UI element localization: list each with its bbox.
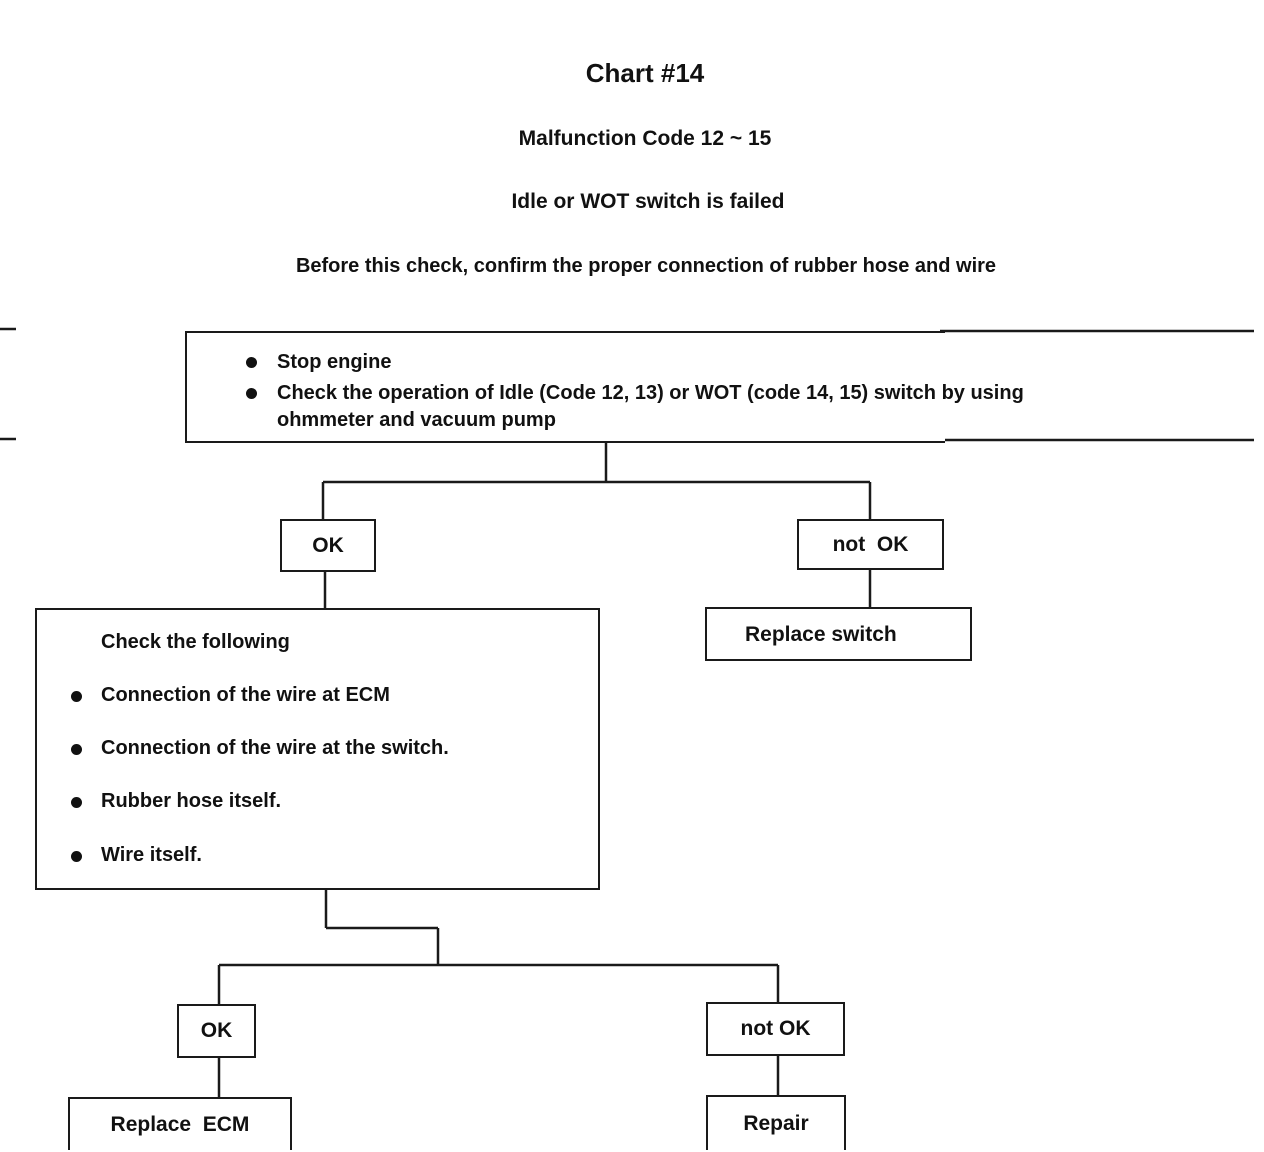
- replace-switch-box: Replace switch: [705, 607, 972, 661]
- check-item: Wire itself.: [101, 844, 202, 866]
- condition-text: Idle or WOT switch is failed: [511, 190, 785, 213]
- check-heading: Check the following: [101, 631, 290, 653]
- not-ok-box-2: not OK: [706, 1002, 845, 1056]
- replace-ecm-label: Replace ECM: [110, 1112, 250, 1136]
- bullet-icon: [246, 388, 257, 399]
- bullet-icon: [246, 357, 257, 368]
- bullet-icon: [71, 851, 82, 862]
- ok-box-2: OK: [177, 1004, 256, 1058]
- ok-box-1: OK: [280, 519, 376, 572]
- bullet-icon: [71, 797, 82, 808]
- start-item-check-operation-cont: ohmmeter and vacuum pump: [277, 409, 556, 431]
- check-following-box: [35, 608, 600, 890]
- ok-label: OK: [312, 533, 344, 557]
- repair-label: Repair: [743, 1111, 809, 1135]
- repair-box: Repair: [706, 1095, 846, 1150]
- start-box: [185, 331, 945, 443]
- check-item: Connection of the wire at the switch.: [101, 737, 449, 759]
- check-item: Connection of the wire at ECM: [101, 684, 390, 706]
- ok-label: OK: [200, 1019, 233, 1042]
- chart-title: Chart #14: [585, 58, 705, 88]
- start-item-stop-engine: Stop engine: [277, 351, 392, 373]
- check-item: Rubber hose itself.: [101, 790, 282, 812]
- precheck-note: Before this check, confirm the proper co…: [295, 255, 997, 277]
- chart-subtitle: Malfunction Code 12 ~ 15: [518, 127, 772, 150]
- not-ok-label: not OK: [832, 532, 909, 556]
- start-item-check-operation: Check the operation of Idle (Code 12, 13…: [277, 382, 1024, 404]
- bullet-icon: [71, 691, 82, 702]
- not-ok-box-1: not OK: [797, 519, 944, 570]
- replace-switch-label: Replace switch: [745, 623, 897, 646]
- not-ok-label: not OK: [740, 1017, 811, 1040]
- replace-ecm-box: Replace ECM: [68, 1097, 292, 1150]
- bullet-icon: [71, 744, 82, 755]
